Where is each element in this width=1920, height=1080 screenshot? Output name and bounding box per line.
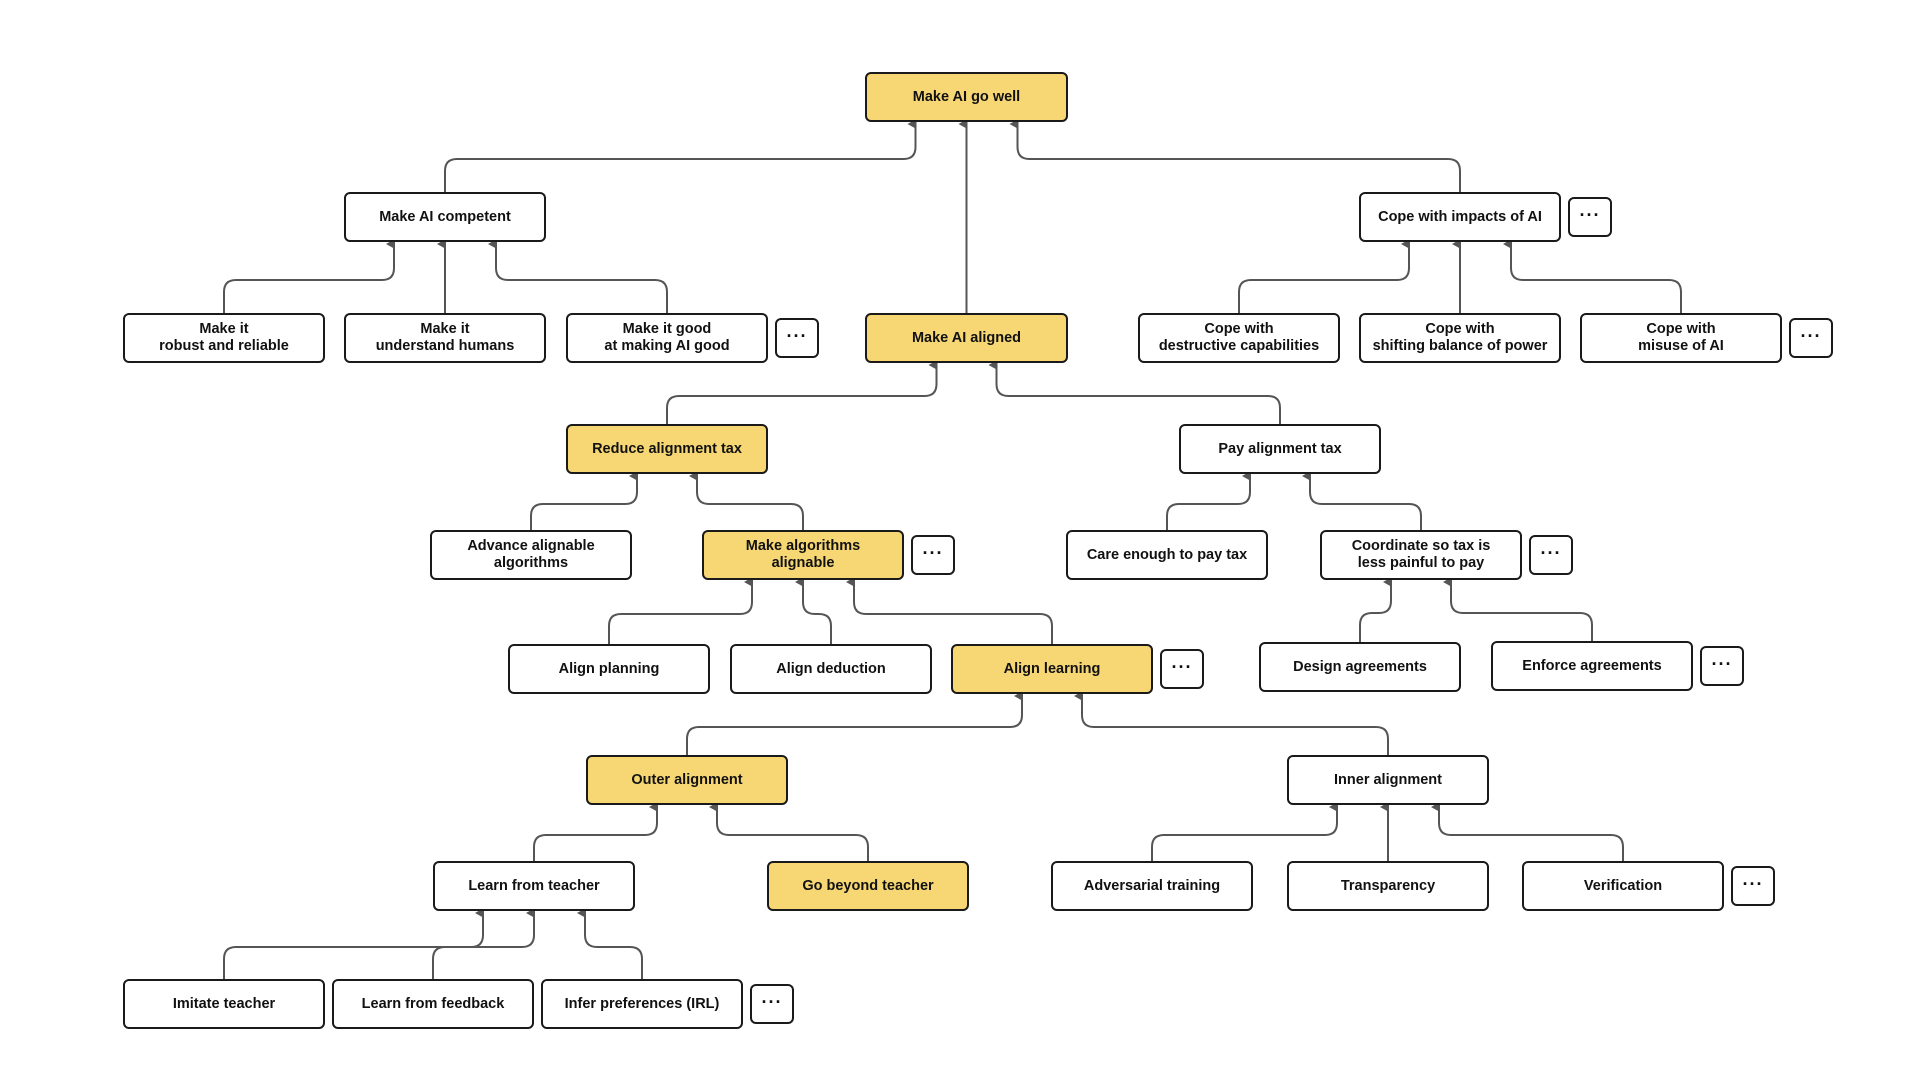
node-align-planning: Align planning bbox=[508, 644, 710, 694]
node-aligned: Make AI aligned bbox=[865, 313, 1068, 363]
edge-coordinate-to-pay-tax bbox=[1302, 471, 1422, 530]
node-cope-power: Cope with shifting balance of power bbox=[1359, 313, 1561, 363]
edge-pay-tax-to-aligned bbox=[988, 360, 1281, 424]
edge-good-at-ai-to-competent bbox=[488, 239, 668, 313]
edge-learn-teacher-to-outer bbox=[533, 802, 658, 861]
edge-enforce-agree-to-coordinate bbox=[1443, 577, 1593, 641]
more-button-cope-misuse[interactable]: ··· bbox=[1789, 318, 1833, 358]
edge-imitate-to-learn-teacher bbox=[223, 908, 484, 979]
node-beyond-teacher: Go beyond teacher bbox=[767, 861, 969, 911]
edge-cope-to-go-well bbox=[1009, 119, 1461, 192]
more-button-enforce-agree[interactable]: ··· bbox=[1700, 646, 1744, 686]
node-reduce-tax: Reduce alignment tax bbox=[566, 424, 768, 474]
node-adversarial: Adversarial training bbox=[1051, 861, 1253, 911]
node-design-agree: Design agreements bbox=[1259, 642, 1461, 692]
more-button-coordinate[interactable]: ··· bbox=[1529, 535, 1573, 575]
edge-align-learning-to-make-alg bbox=[846, 577, 1053, 644]
node-inner: Inner alignment bbox=[1287, 755, 1489, 805]
node-understand: Make it understand humans bbox=[344, 313, 546, 363]
node-pay-tax: Pay alignment tax bbox=[1179, 424, 1381, 474]
node-cope: Cope with impacts of AI bbox=[1359, 192, 1561, 242]
more-button-align-learning[interactable]: ··· bbox=[1160, 649, 1204, 689]
more-button-good-at-ai[interactable]: ··· bbox=[775, 318, 819, 358]
more-button-make-alg[interactable]: ··· bbox=[911, 535, 955, 575]
node-cope-misuse: Cope with misuse of AI bbox=[1580, 313, 1782, 363]
more-button-irl[interactable]: ··· bbox=[750, 984, 794, 1024]
node-good-at-ai: Make it good at making AI good bbox=[566, 313, 768, 363]
edge-make-alg-to-reduce-tax bbox=[689, 471, 804, 530]
edge-verification-to-inner bbox=[1431, 802, 1624, 861]
edge-reduce-tax-to-aligned bbox=[666, 360, 938, 424]
more-button-verification[interactable]: ··· bbox=[1731, 866, 1775, 906]
edge-outer-to-align-learning bbox=[686, 691, 1023, 755]
edge-adversarial-to-inner bbox=[1151, 802, 1338, 861]
edge-feedback-to-learn-teacher bbox=[432, 908, 535, 979]
edge-competent-to-go-well bbox=[444, 119, 917, 192]
node-make-alg: Make algorithms alignable bbox=[702, 530, 904, 580]
edge-inner-to-align-learning bbox=[1074, 691, 1389, 755]
node-enforce-agree: Enforce agreements bbox=[1491, 641, 1693, 691]
node-competent: Make AI competent bbox=[344, 192, 546, 242]
edge-cope-misuse-to-cope bbox=[1503, 239, 1682, 313]
edge-advance-alg-to-reduce-tax bbox=[530, 471, 638, 530]
edge-beyond-teacher-to-outer bbox=[709, 802, 869, 861]
node-irl: Infer preferences (IRL) bbox=[541, 979, 743, 1029]
node-verification: Verification bbox=[1522, 861, 1724, 911]
edge-care-tax-to-pay-tax bbox=[1166, 471, 1251, 530]
node-go-well: Make AI go well bbox=[865, 72, 1068, 122]
node-transparency: Transparency bbox=[1287, 861, 1489, 911]
node-learn-teacher: Learn from teacher bbox=[433, 861, 635, 911]
edge-robust-to-competent bbox=[223, 239, 395, 313]
more-button-cope[interactable]: ··· bbox=[1568, 197, 1612, 237]
edge-irl-to-learn-teacher bbox=[577, 908, 643, 979]
node-outer: Outer alignment bbox=[586, 755, 788, 805]
node-feedback: Learn from feedback bbox=[332, 979, 534, 1029]
node-cope-destructive: Cope with destructive capabilities bbox=[1138, 313, 1340, 363]
node-imitate: Imitate teacher bbox=[123, 979, 325, 1029]
edge-design-agree-to-coordinate bbox=[1359, 577, 1392, 642]
node-advance-alg: Advance alignable algorithms bbox=[430, 530, 632, 580]
edge-align-deduction-to-make-alg bbox=[795, 577, 832, 644]
node-robust: Make it robust and reliable bbox=[123, 313, 325, 363]
node-care-tax: Care enough to pay tax bbox=[1066, 530, 1268, 580]
node-align-deduction: Align deduction bbox=[730, 644, 932, 694]
node-coordinate: Coordinate so tax is less painful to pay bbox=[1320, 530, 1522, 580]
edge-cope-destructive-to-cope bbox=[1238, 239, 1410, 313]
node-align-learning: Align learning bbox=[951, 644, 1153, 694]
edge-align-planning-to-make-alg bbox=[608, 577, 753, 644]
